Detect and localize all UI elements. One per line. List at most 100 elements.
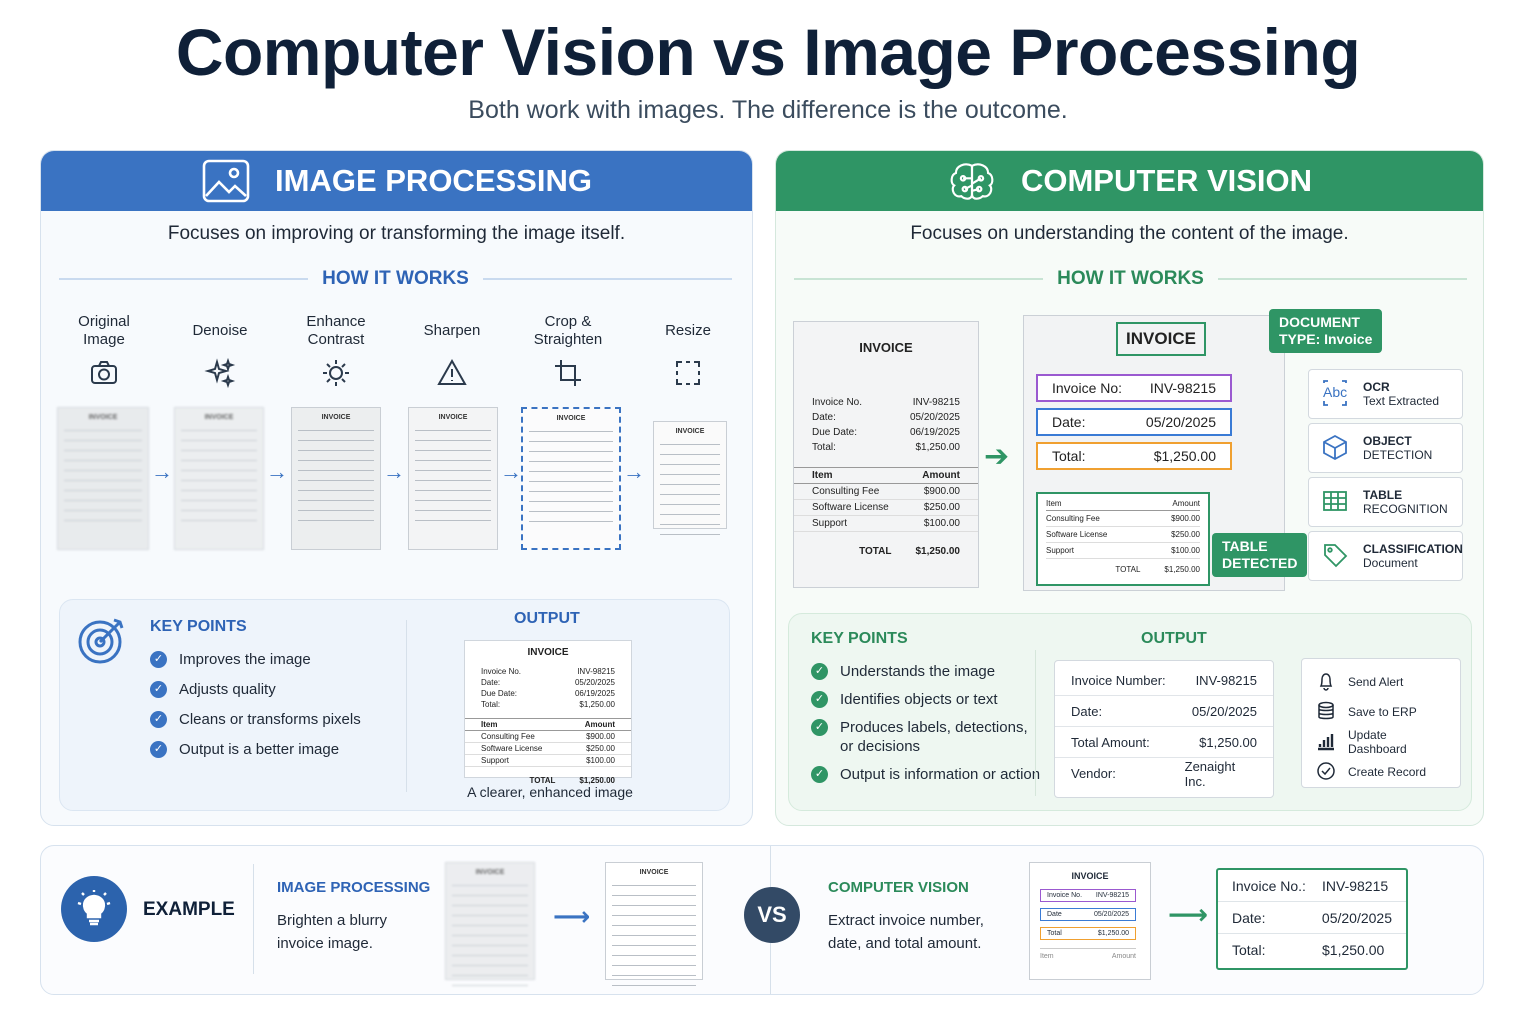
detected-field-value: $1,250.00 — [1153, 448, 1216, 464]
ip-how-it-works-label: HOW IT WORKS — [322, 268, 469, 289]
example-ip-desc: Brighten a blurry invoice image. — [277, 912, 388, 952]
page-title: Computer Vision vs Image Processing — [175, 15, 1361, 89]
vs-badge: VS — [744, 887, 800, 943]
ocr-icon: Abc — [1321, 379, 1349, 410]
cv-how-it-works: HOW IT WORKS — [794, 267, 1468, 291]
detected-field-value: INV-98215 — [1149, 380, 1216, 396]
check-circle-icon — [1316, 761, 1336, 784]
ip-step: Sharpen — [394, 311, 510, 391]
key-point-text: Output is a better image — [179, 741, 340, 758]
ip-key-points-box: KEY POINTS ✓Improves the image✓Adjusts q… — [59, 599, 730, 811]
ip-step-label: Sharpen — [423, 322, 481, 339]
cv-key-points-box: KEY POINTS ✓Understands the image✓Identi… — [788, 613, 1472, 811]
ip-step-invoice-thumb: INVOICE — [653, 421, 727, 535]
camera-icon — [46, 357, 162, 391]
example-result-row: Invoice No.:INV-98215 — [1218, 870, 1406, 902]
key-point-text: Output is information or action — [840, 766, 1041, 783]
ip-step: Denoise — [162, 311, 278, 391]
detected-field-label: Date: — [1052, 414, 1086, 430]
brain-icon — [950, 163, 994, 200]
capability-title: CLASSIFICATION — [1363, 542, 1463, 556]
check-icon: ✓ — [811, 663, 828, 680]
cv-analyzed-heading: INVOICE — [1116, 322, 1206, 356]
ip-step: Resize — [630, 311, 746, 391]
ip-output-caption: A clearer, enhanced image — [467, 784, 633, 800]
check-icon: ✓ — [811, 766, 828, 783]
detected-field-box: Invoice No:INV-98215 — [1036, 374, 1232, 402]
cv-header-title: COMPUTER VISION — [1020, 163, 1313, 198]
table-row: Support$100.00 — [1046, 543, 1200, 559]
ip-output-title: OUTPUT — [514, 610, 580, 627]
example-result-row: Date:05/20/2025 — [1218, 902, 1406, 934]
invoice-item-row: Consulting Fee$900.00 — [794, 484, 978, 500]
ip-step-invoice-thumb: INVOICE — [291, 407, 381, 550]
invoice-field-row: Total:$1,250.00 — [481, 700, 615, 709]
key-point-text: Produces labels, detections, or decision… — [840, 719, 1028, 755]
key-point-item: ✓Cleans or transforms pixels — [150, 710, 361, 729]
ip-step-invoice-thumb: INVOICE — [521, 407, 621, 550]
invoice-heading: INVOICE — [527, 647, 569, 658]
example-cv-invoice-heading: INVOICE — [1071, 871, 1109, 881]
cv-how-it-works-label: HOW IT WORKS — [1057, 268, 1204, 289]
invoice-field-row: Total:$1,250.00 — [812, 442, 960, 453]
ip-step-invoice-thumb: INVOICE — [57, 407, 149, 550]
bell-icon — [1316, 671, 1336, 694]
ip-key-points-list: ✓Improves the image✓Adjusts quality✓Clea… — [150, 650, 361, 770]
resize-icon — [630, 357, 746, 391]
ip-step-arrow: → — [151, 459, 173, 484]
example-cv-desc: Extract invoice number, date, and total … — [828, 912, 984, 952]
capability-sub: DETECTION — [1363, 448, 1433, 462]
cube-icon — [1321, 433, 1349, 464]
page-subtitle: Both work with images. The difference is… — [468, 96, 1068, 124]
check-icon: ✓ — [811, 719, 828, 736]
detected-field-label: Total: — [1052, 448, 1086, 464]
cv-description: Focuses on understanding the content of … — [910, 223, 1349, 244]
key-point-item: ✓Improves the image — [150, 650, 361, 669]
table-row: Consulting Fee$900.00 — [1046, 511, 1200, 527]
capability-sub: RECOGNITION — [1363, 502, 1448, 516]
crop-icon — [510, 357, 626, 391]
example-arrow-1: ⟶ — [553, 901, 591, 931]
ip-step-label: Crop &Straighten — [533, 313, 603, 348]
action-item: Update Dashboard — [1316, 727, 1446, 757]
detected-field-box: Total: $1,250.00 — [1036, 442, 1232, 470]
key-point-text: Identifies objects or text — [840, 691, 998, 708]
ip-step-arrow: → — [500, 459, 522, 484]
ip-how-it-works: HOW IT WORKS — [59, 267, 733, 291]
output-row: Vendor:Zenaight Inc. — [1071, 758, 1236, 789]
computer-vision-panel: COMPUTER VISION Focuses on understanding… — [775, 150, 1484, 826]
ip-step-label: Denoise — [192, 322, 248, 339]
ip-step-arrow: → — [623, 459, 645, 484]
invoice-item-row: Support$100.00 — [794, 516, 978, 532]
example-label: EXAMPLE — [143, 899, 235, 920]
action-label: Send Alert — [1348, 675, 1404, 689]
image-icon — [202, 159, 250, 203]
action-item: Send Alert — [1316, 667, 1446, 697]
invoice-field-row: Date:05/20/2025 — [812, 412, 960, 423]
invoice-item-row: Consulting Fee$900.00 — [465, 731, 631, 743]
invoice-total-row: TOTAL$1,250.00 — [529, 776, 615, 785]
output-row: Total Amount:$1,250.00 — [1055, 727, 1273, 758]
check-icon: ✓ — [150, 651, 167, 668]
ip-step-invoice-thumb: INVOICE — [174, 407, 264, 550]
ip-key-points-title: KEY POINTS — [150, 618, 247, 635]
action-label: Update Dashboard — [1348, 728, 1407, 756]
action-label: Create Record — [1348, 765, 1427, 779]
invoice-total-row: TOTAL$1,250.00 — [859, 546, 960, 557]
invoice-field-row: Due Date:06/19/2025 — [481, 689, 615, 698]
